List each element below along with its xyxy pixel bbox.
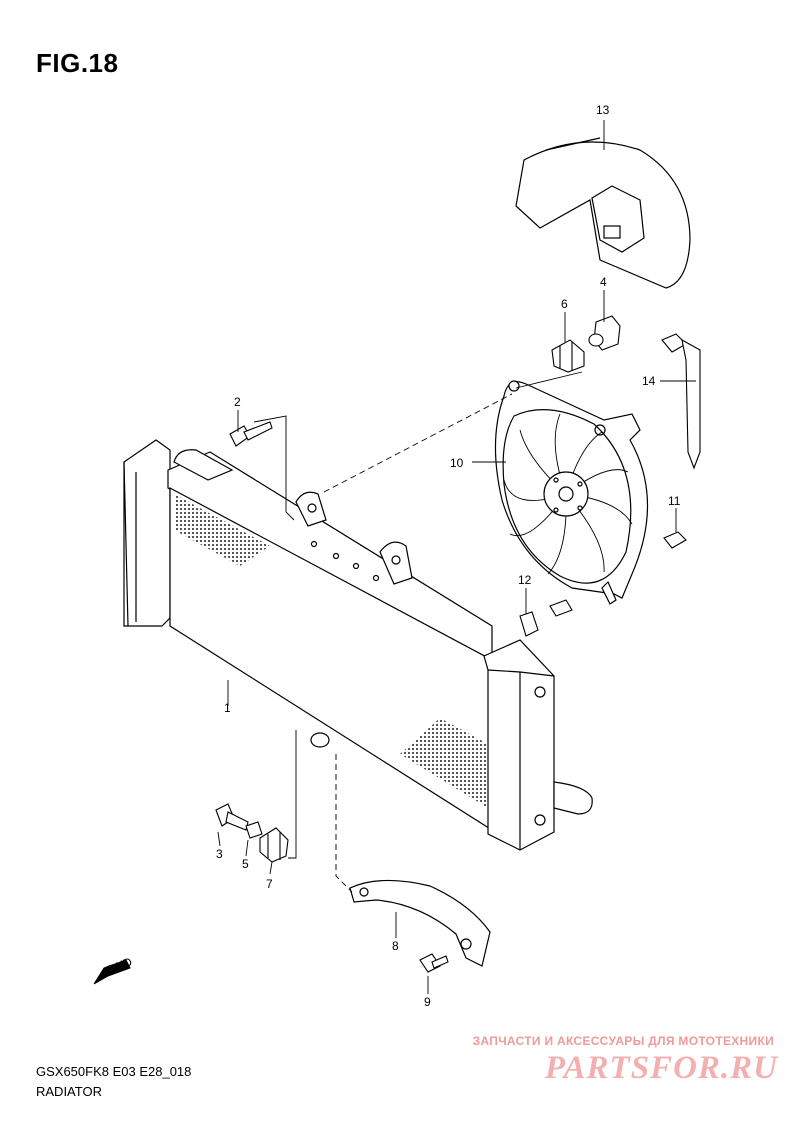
callout-2: 2 <box>234 395 241 409</box>
callout-5: 5 <box>242 857 249 871</box>
watermark-caption: ЗАПЧАСТИ И АКСЕССУАРЫ ДЛЯ МОТОТЕХНИКИ <box>472 1034 774 1048</box>
callout-6: 6 <box>561 297 568 311</box>
figure-title: FIG.18 <box>36 48 119 78</box>
callout-10: 10 <box>450 456 464 470</box>
nut-part-12 <box>519 599 573 637</box>
bolt-part-11 <box>663 531 687 549</box>
callout-12: 12 <box>518 573 532 587</box>
collar-part-5 <box>245 821 263 839</box>
callout-8: 8 <box>392 939 399 953</box>
leader-lines <box>217 120 696 994</box>
fwd-arrow-icon: FWD <box>93 954 134 985</box>
callout-numbers: 1 2 3 4 5 6 7 8 9 10 11 12 13 14 <box>216 103 681 1009</box>
bolt-part-2 <box>229 421 273 447</box>
bracket-part-8 <box>349 879 491 967</box>
callout-13: 13 <box>596 103 610 117</box>
wire-harness-part-14 <box>661 333 701 470</box>
radiator-core <box>123 439 593 851</box>
callout-3: 3 <box>216 847 223 861</box>
callout-1: 1 <box>224 701 231 715</box>
fan-shroud-part-13 <box>515 137 691 289</box>
section-name: RADIATOR <box>36 1084 102 1099</box>
callout-11: 11 <box>668 494 681 508</box>
callout-4: 4 <box>600 275 607 289</box>
cooling-fan-part-10 <box>494 380 649 605</box>
grommet-part-6 <box>551 339 585 373</box>
watermark-logo: PARTSFOR.RU <box>544 1050 778 1086</box>
bolt-part-9 <box>419 953 449 973</box>
model-code: GSX650FK8 E03 E28_018 <box>36 1064 192 1079</box>
bolt-part-3 <box>215 803 249 831</box>
fwd-label: FWD <box>103 954 134 977</box>
callout-9: 9 <box>424 995 431 1009</box>
callout-14: 14 <box>642 374 656 388</box>
cap-part-4 <box>588 315 621 351</box>
callout-7: 7 <box>266 877 273 891</box>
grommet-part-7 <box>259 827 289 863</box>
